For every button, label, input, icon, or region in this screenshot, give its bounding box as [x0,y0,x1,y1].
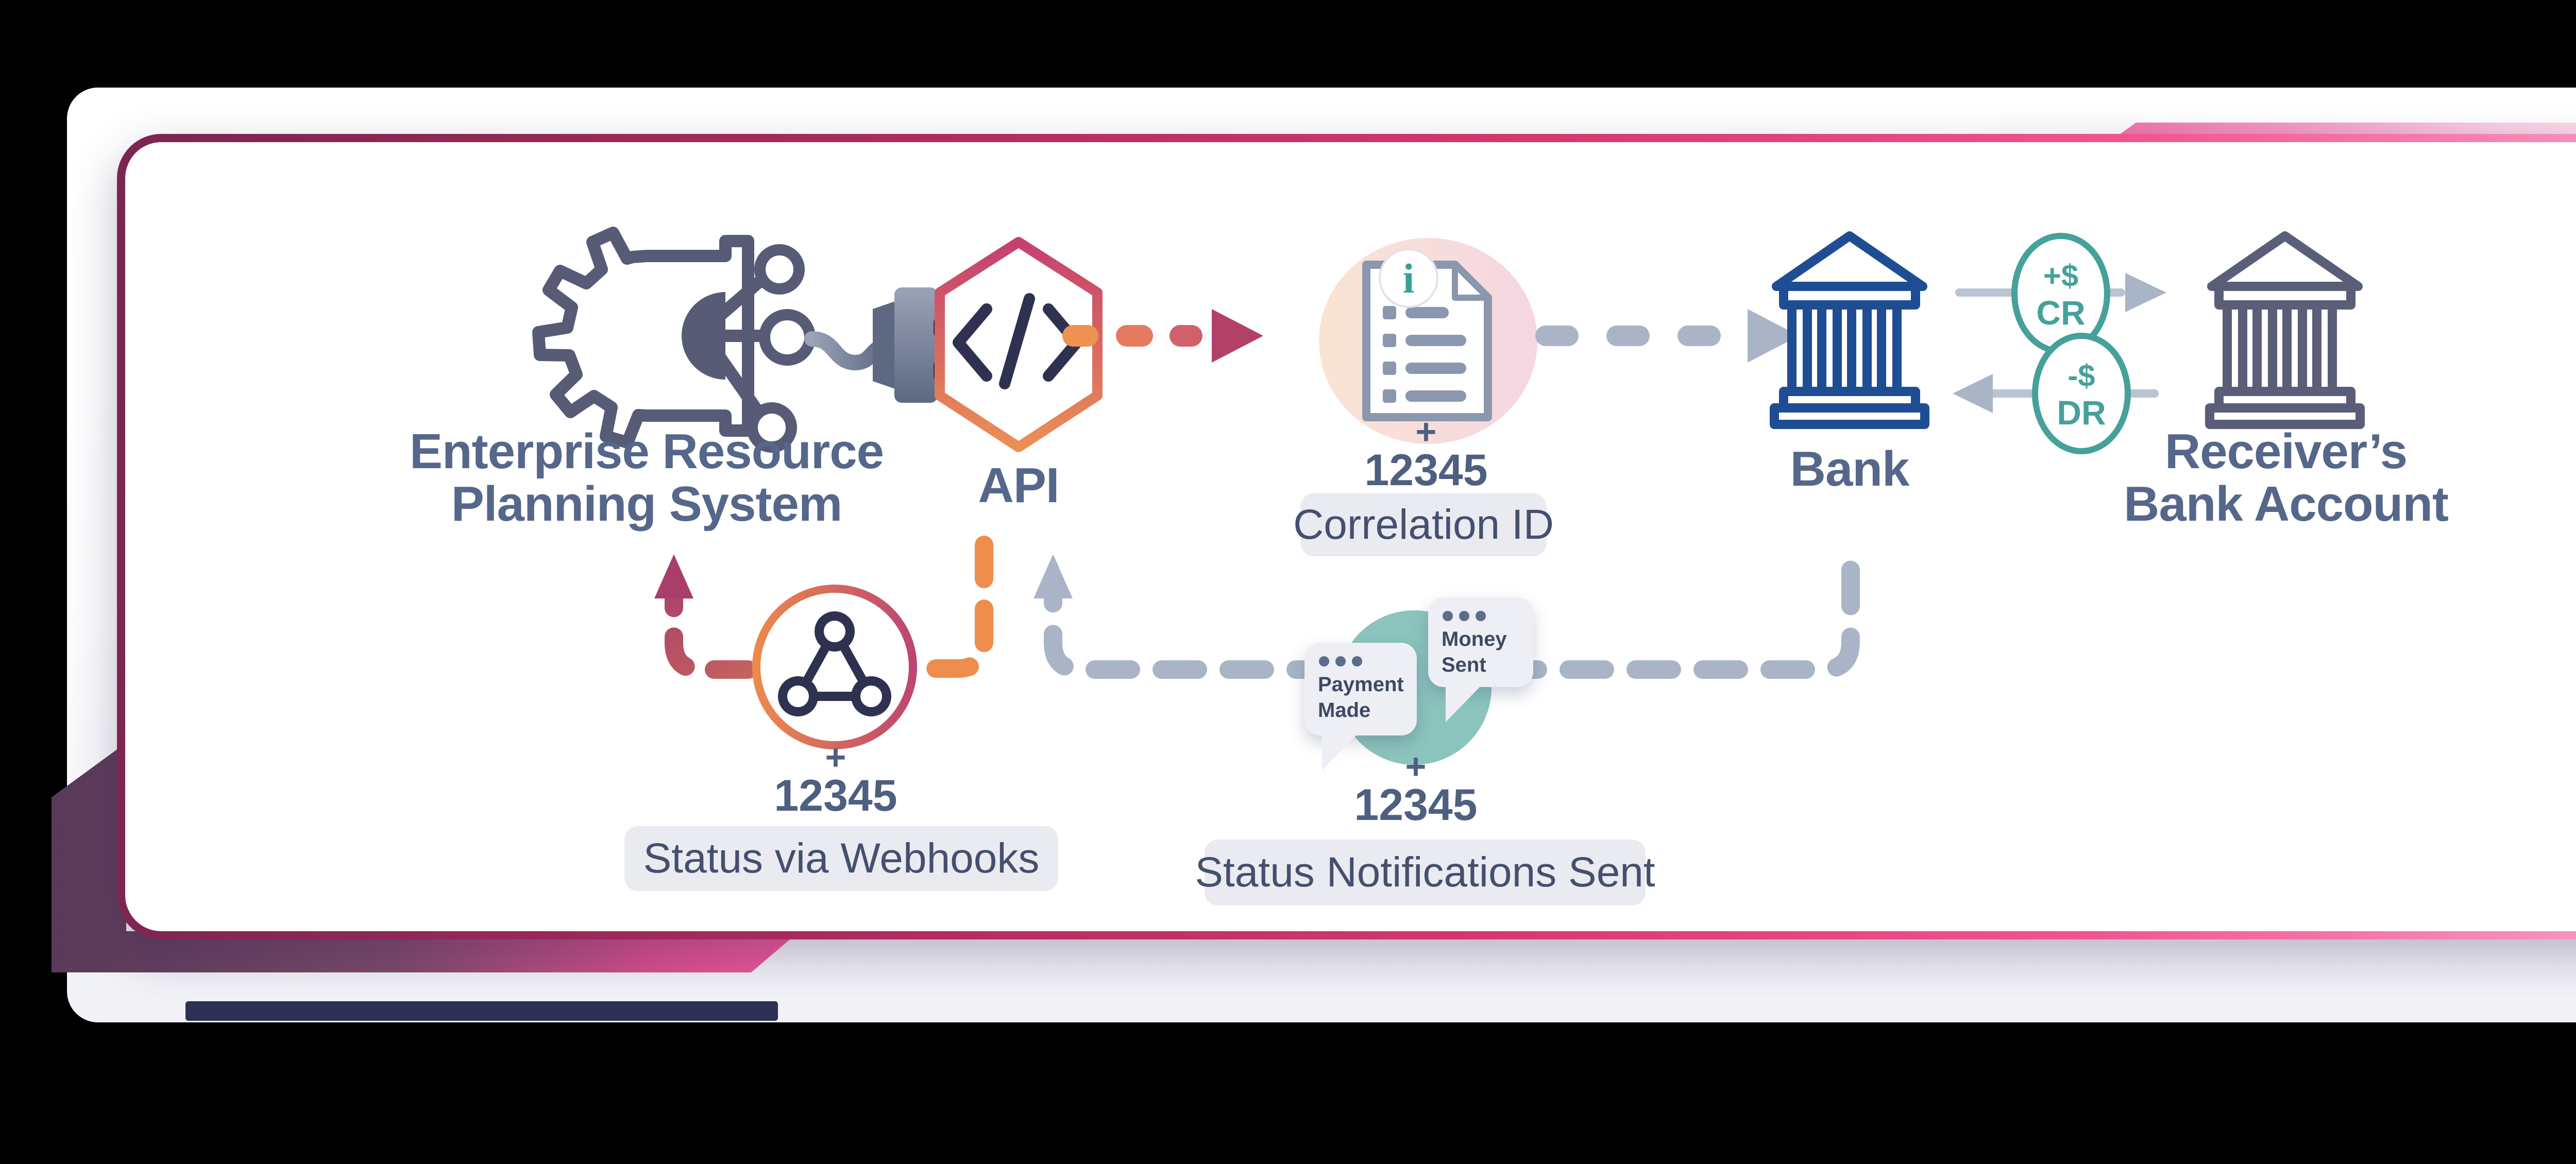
webhooks-plus: + [825,737,846,777]
svg-text:i: i [1403,255,1415,302]
svg-text:CR: CR [2036,294,2085,332]
receiver-bank-icon [2205,231,2365,429]
erp-gear-icon [532,227,816,453]
dashed-arrow-notifications-to-api [1033,554,1341,679]
notifications-plus: + [1405,746,1427,786]
typing-dots-icon [1319,656,1403,666]
notifications-tag: Status Notifications Sent [1195,840,1655,905]
dashed-arrow-api-to-correlation [1062,309,1263,363]
arrowhead [1033,554,1073,598]
correlation-plus: + [1415,412,1437,452]
bank-icon [1770,231,1929,429]
webhooks-id: 12345 [774,771,897,820]
arrowhead [1748,309,1799,363]
notifications-id: 12345 [1354,780,1478,830]
bubble-text: Sent [1442,654,1486,676]
dashed-path-bank-to-notifications [1493,550,1860,679]
dashed-arrow-webhooks-to-erp [654,554,757,679]
receiver-label-line2: Bank Account [2124,476,2449,532]
svg-text:+$: +$ [2043,259,2078,293]
plug-icon [804,287,954,403]
svg-text:DR: DR [2057,393,2106,432]
debit-arrow: -$ DR [1953,333,2159,454]
credit-arrow: +$ CR [1955,233,2166,354]
receiver-label-line1: Receiver’s [2164,424,2408,479]
mauve-band [52,743,800,972]
arrowhead [1212,309,1263,363]
document-icon: i [1319,238,1537,444]
bottom-navy-edge [185,1001,778,1021]
arrowhead [654,554,693,598]
chat-bubble-payment-made: Payment Made [1304,643,1417,771]
dashed-arrow-correlation-to-bank [1535,309,1799,363]
bubble-text: Made [1318,699,1371,722]
erp-label-line1: Enterprise Resource [409,424,884,479]
correlation-id-tag: Correlation ID [1293,493,1554,556]
bubble-text: Money [1442,628,1507,651]
arrowhead [2125,273,2166,312]
debit-badge [2032,333,2131,454]
api-label: API [978,458,1059,513]
webhooks-tag: Status via Webhooks [624,826,1058,891]
svg-text:-$: -$ [2067,358,2095,393]
api-hexagon-icon [935,237,1103,452]
chat-bubble-money-sent: Money Sent [1428,597,1533,722]
typing-dots-icon [1443,611,1520,621]
correlation-id: 12345 [1364,446,1488,495]
dashed-path-api-to-webhooks [913,536,993,678]
info-icon: i [1379,248,1438,308]
bank-label: Bank [1790,441,1910,497]
arrowhead [1953,374,1993,413]
erp-label-line2: Planning System [451,476,843,532]
webhook-icon [752,585,917,749]
bubble-text: Payment [1318,673,1404,696]
